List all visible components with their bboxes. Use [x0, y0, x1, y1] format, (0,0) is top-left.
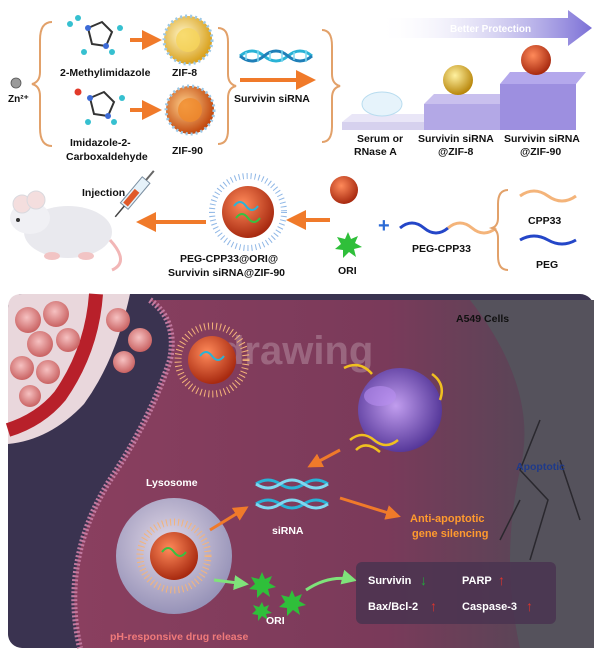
stage2-label-line1: Survivin siRNA — [418, 133, 494, 145]
stage2-label-line2: @ZIF-8 — [438, 146, 473, 158]
markers-box — [356, 562, 556, 624]
red-blood-cells — [10, 301, 152, 407]
marker-survivin-arrow: ↓ — [420, 572, 427, 588]
carboxaldehyde-molecule-icon — [74, 88, 125, 125]
peg-legend-icon — [519, 234, 577, 246]
marker-parp: PARP — [462, 575, 492, 587]
marker-parp-arrow: ↑ — [498, 572, 505, 588]
silencing-label-line2: gene silencing — [412, 528, 488, 540]
mouse-icon — [10, 190, 122, 272]
injection-label: Injection — [82, 187, 125, 199]
left-bracket — [31, 21, 53, 147]
marker-caspase: Caspase-3 — [462, 601, 517, 613]
sirna-helix-icon — [239, 49, 313, 63]
protection-steps — [342, 72, 586, 130]
degraded-sirna-icon — [361, 91, 403, 117]
better-protection-label: Better Protection — [450, 24, 531, 35]
cells-label: A549 Cells — [456, 313, 509, 325]
stage1-label-line1: Serum or — [357, 133, 403, 145]
marker-survivin: Survivin — [368, 575, 412, 587]
arrow-lyso-sirna — [209, 506, 249, 532]
zn-ion-icon — [10, 77, 22, 89]
lysosome-icon — [116, 498, 232, 614]
ligand2-label-line2: Carboxaldehyde — [66, 151, 148, 163]
arrow-nucleus-sirna — [307, 448, 341, 468]
blood-vessel — [5, 293, 103, 437]
cpp33-legend-icon — [519, 189, 577, 203]
cpp33-label: CPP33 — [528, 215, 561, 227]
arrow-ori-markers — [305, 569, 357, 592]
nanoparticle-label-line2: Survivin siRNA@ZIF-90 — [168, 267, 285, 279]
ligand2-label-line1: Imidazole-2- — [70, 137, 131, 149]
stage3-label-line1: Survivin siRNA — [504, 133, 580, 145]
zif8-crystal-icon — [162, 14, 214, 66]
marker-caspase-arrow: ↑ — [526, 598, 533, 614]
release-label: pH-responsive drug release — [110, 631, 248, 643]
cell-panel: A549 Cells Apoptotic drawing siRNA — [5, 293, 595, 649]
loaded-zif90-icon — [330, 176, 358, 204]
ori-cell-label: ORI — [266, 615, 285, 627]
sirna-zif90-particle-icon — [521, 45, 551, 75]
middle-bracket — [217, 27, 237, 145]
apoptotic-label: Apoptotic — [516, 461, 565, 473]
zn-label: Zn²⁺ — [8, 94, 29, 105]
ligand1-label: 2-Methylimidazole — [60, 67, 151, 79]
cell-sirna-icon — [255, 478, 329, 510]
stage1-label-line2: RNase A — [354, 146, 397, 158]
sirna-cell-label: siRNA — [272, 525, 304, 537]
lysosome-label: Lysosome — [146, 477, 198, 489]
plus-sign: + — [378, 215, 390, 237]
nucleus-icon — [343, 363, 443, 453]
better-protection-arrow — [378, 10, 592, 46]
methylimidazole-molecule-icon — [67, 15, 123, 55]
marker-bax-arrow: ↑ — [430, 598, 437, 614]
apoptotic-region — [470, 300, 594, 648]
released-ori-icons — [249, 572, 306, 621]
stage3-label-line2: @ZIF-90 — [520, 146, 561, 158]
silencing-label-line1: Anti-apoptotic — [410, 513, 485, 525]
arrow-to-silencing — [339, 496, 401, 520]
dna-strand-icon — [349, 433, 399, 447]
ori-label: ORI — [338, 265, 357, 277]
nanoparticle-label-line1: PEG-CPP33@ORI@ — [180, 253, 278, 265]
sirna-label: Survivin siRNA — [234, 93, 310, 105]
right-bracket — [321, 29, 341, 143]
peg-label: PEG — [536, 259, 558, 271]
top-section: Zn²⁺ 2-Methylimidazole Imidazole-2- Carb… — [8, 10, 592, 163]
cell-membrane — [71, 297, 175, 649]
zif90-label: ZIF-90 — [172, 145, 203, 157]
cpp-bracket — [488, 189, 509, 271]
entering-nanoparticle-icon — [174, 322, 250, 398]
cracks — [499, 419, 581, 561]
peg-strand-icon — [399, 221, 449, 235]
final-nanoparticle-icon — [209, 173, 287, 251]
zif90-crystal-icon — [164, 84, 216, 136]
middle-section: Injection PEG-CPP33@ORI@ Survivin siRNA@… — [10, 170, 577, 279]
zif8-label: ZIF-8 — [172, 67, 197, 79]
cpp33-strand-icon — [447, 221, 497, 235]
arrow-lyso-ori — [213, 575, 249, 590]
syringe-icon — [114, 170, 155, 218]
ori-molecule-icon — [335, 232, 362, 258]
peg-cpp33-label: PEG-CPP33 — [412, 243, 471, 255]
marker-bax: Bax/Bcl-2 — [368, 601, 418, 613]
sirna-zif8-particle-icon — [443, 65, 473, 95]
